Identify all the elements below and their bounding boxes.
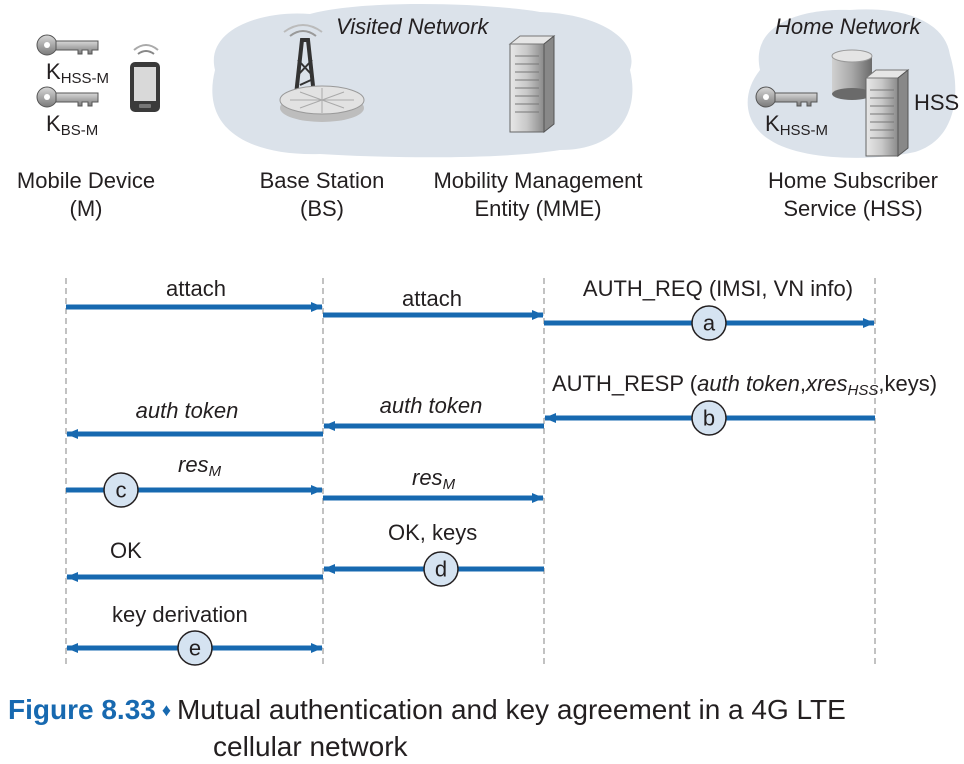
step-b-marker bbox=[691, 400, 727, 436]
msg-auth-resp: AUTH_RESP (auth token,xresHSS,keys) bbox=[552, 371, 937, 399]
entity-m-name: Mobile Device bbox=[17, 168, 155, 193]
base-station-icon bbox=[279, 24, 365, 122]
key-hss-m-home-label: KHSS-M bbox=[765, 111, 828, 139]
step-e-marker bbox=[177, 630, 213, 666]
step-d-marker bbox=[423, 551, 459, 587]
key-icon bbox=[36, 34, 99, 56]
msg-res-2: resM bbox=[412, 465, 456, 493]
entity-mme-abbrev: Entity (MME) bbox=[474, 196, 601, 221]
step-c-marker bbox=[103, 472, 139, 508]
step-a-label: a bbox=[703, 311, 716, 336]
key-hss-m-label: KHSS-M bbox=[46, 59, 109, 87]
msg-ok-keys: OK, keys bbox=[388, 520, 477, 545]
step-e-label: e bbox=[189, 636, 201, 661]
entity-hss-name: Home Subscriber bbox=[768, 168, 938, 193]
step-d-label: d bbox=[435, 557, 447, 582]
key-bs-m-label: KBS-M bbox=[46, 111, 98, 139]
home-network-label: Home Network bbox=[775, 14, 921, 39]
msg-key-derivation: key derivation bbox=[112, 602, 248, 627]
msg-auth-token-1: auth token bbox=[136, 398, 239, 423]
entity-hss-abbrev: Service (HSS) bbox=[783, 196, 922, 221]
step-c-label: c bbox=[116, 478, 127, 503]
figure-number: Figure 8.33 bbox=[8, 694, 156, 725]
entity-m-abbrev: (M) bbox=[70, 196, 103, 221]
hss-tag: HSS bbox=[914, 90, 959, 115]
database-icon bbox=[831, 49, 873, 100]
msg-res-1: resM bbox=[178, 452, 222, 480]
entity-mme-name: Mobility Management bbox=[433, 168, 642, 193]
key-icon bbox=[36, 86, 99, 108]
caption-text-line1: Mutual authentication and key agreement … bbox=[177, 694, 846, 725]
entity-bs-abbrev: (BS) bbox=[300, 196, 344, 221]
caption-diamond-icon: ♦ bbox=[161, 700, 172, 720]
mme-server-icon bbox=[508, 34, 556, 134]
entity-bs-name: Base Station bbox=[260, 168, 385, 193]
figure-caption: Figure 8.33♦Mutual authentication and ke… bbox=[8, 693, 958, 763]
step-b-label: b bbox=[703, 406, 715, 431]
visited-network-label: Visited Network bbox=[336, 14, 489, 39]
mobile-phone-icon bbox=[130, 44, 160, 112]
step-a-marker bbox=[691, 305, 727, 341]
key-icon bbox=[755, 86, 818, 108]
msg-attach-2: attach bbox=[402, 286, 462, 311]
msg-ok: OK bbox=[110, 538, 142, 563]
caption-text-line2: cellular network bbox=[213, 731, 408, 762]
msg-auth-token-2: auth token bbox=[380, 393, 483, 418]
hss-server-icon bbox=[864, 68, 910, 158]
msg-auth-req: AUTH_REQ (IMSI, VN info) bbox=[583, 276, 853, 301]
authentication-diagram: Visited Network Home Network KHSS-M KBS-… bbox=[17, 4, 959, 668]
msg-attach-1: attach bbox=[166, 276, 226, 301]
